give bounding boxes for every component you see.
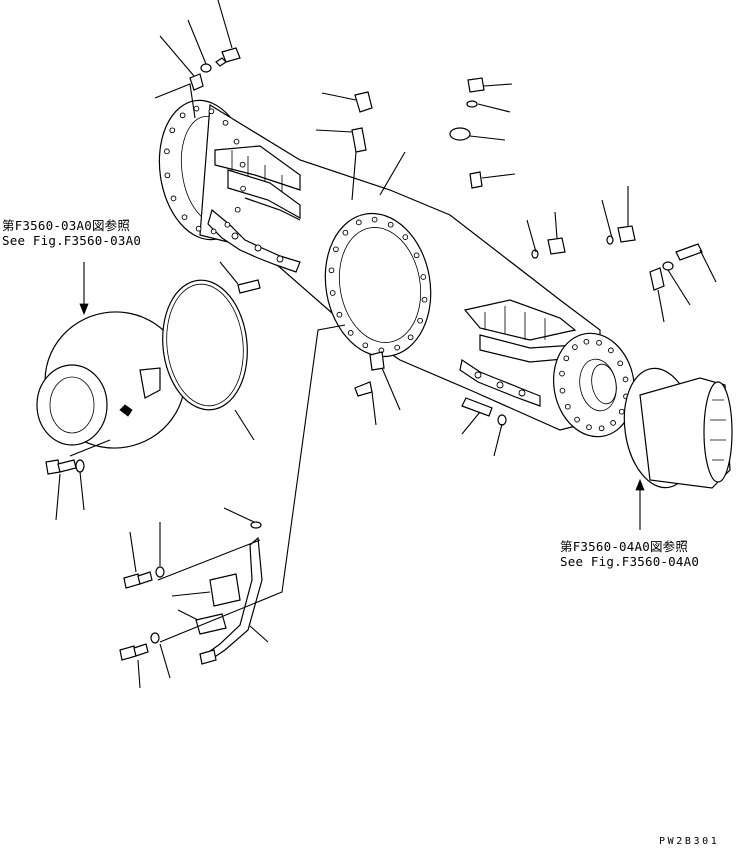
bolt-hole (564, 403, 571, 410)
bolt-hole (240, 185, 246, 192)
bolt-hole (586, 424, 592, 431)
bolt-hole (618, 408, 625, 415)
bolt-hole (574, 416, 580, 423)
top-ribs-right (463, 299, 577, 363)
bolt-hole (224, 221, 231, 228)
bolt-hole (572, 344, 578, 350)
bolt-hole (362, 342, 369, 349)
left-lower-bolts (45, 439, 111, 521)
bolt-hole (181, 214, 188, 221)
bolt-hole (421, 296, 428, 303)
right-reference-note: 第F3560-04A0図参照 See Fig.F3560-04A0 (560, 539, 699, 569)
breather-pipe-assembly (119, 324, 346, 689)
bolt-hole (563, 355, 570, 362)
right-reference-jp: 第F3560-04A0図参照 (560, 539, 689, 554)
center-lower-parts (354, 351, 507, 457)
top-bolt-group-center (315, 77, 516, 201)
bolt-hole (622, 376, 629, 383)
bolt-hole (387, 221, 394, 228)
bolt-hole (610, 420, 616, 426)
bolt-hole (179, 112, 186, 119)
bolt-hole (394, 344, 401, 351)
bolt-hole (336, 311, 343, 318)
bolt-hole (355, 219, 362, 226)
bolt-hole (407, 334, 414, 341)
bolt-hole (164, 148, 170, 155)
bolt-hole (195, 225, 202, 232)
bolt-hole (596, 339, 602, 346)
bolt-hole (417, 317, 423, 324)
left-reference-jp: 第F3560-03A0図参照 (2, 218, 131, 233)
bolt-hole (342, 229, 349, 236)
bolt-hole (617, 360, 624, 367)
bolt-hole (193, 105, 200, 112)
page-code: PW2B301 (659, 836, 720, 847)
bolt-hole (333, 246, 339, 253)
right-flange (552, 332, 636, 438)
bolt-hole (420, 274, 427, 280)
right-reference-arrow (635, 478, 645, 530)
bolt-hole (169, 127, 176, 134)
right-bolt-group (649, 243, 717, 323)
bolt-hole (233, 138, 240, 145)
bolt-hole (371, 216, 378, 223)
left-reference-en: See Fig.F3560-03A0 (2, 233, 142, 248)
top-bolt-group-left (154, 0, 241, 119)
bolt-hole (329, 290, 336, 296)
bolt-hole (234, 206, 241, 213)
axle-housing (158, 99, 636, 438)
bolt-hole (413, 252, 420, 259)
bolt-hole (559, 370, 565, 377)
right-output-hub (623, 367, 733, 489)
bolt-hole (598, 425, 605, 432)
bolt-hole (583, 338, 590, 345)
breather-and-plugs (526, 186, 636, 259)
bolt-hole (347, 330, 354, 336)
bolt-hole (559, 387, 566, 394)
top-ribs-left (214, 145, 301, 221)
bolt-hole (402, 234, 409, 240)
o-ring (162, 279, 248, 411)
dowel-pin (237, 279, 261, 294)
bolt-hole (208, 108, 215, 115)
bolt-hole (210, 228, 217, 235)
bolt-hole (328, 267, 335, 274)
left-hub-carrier (36, 311, 186, 449)
bolt-hole (164, 172, 171, 179)
bolt-hole (170, 195, 177, 202)
right-reference-en: See Fig.F3560-04A0 (560, 554, 700, 569)
bolt-hole (608, 347, 614, 354)
bolt-hole (222, 119, 229, 126)
left-reference-arrow (79, 262, 89, 316)
left-reference-note: 第F3560-03A0図参照 See Fig.F3560-03A0 (2, 218, 141, 248)
bolt-hole (239, 161, 246, 168)
